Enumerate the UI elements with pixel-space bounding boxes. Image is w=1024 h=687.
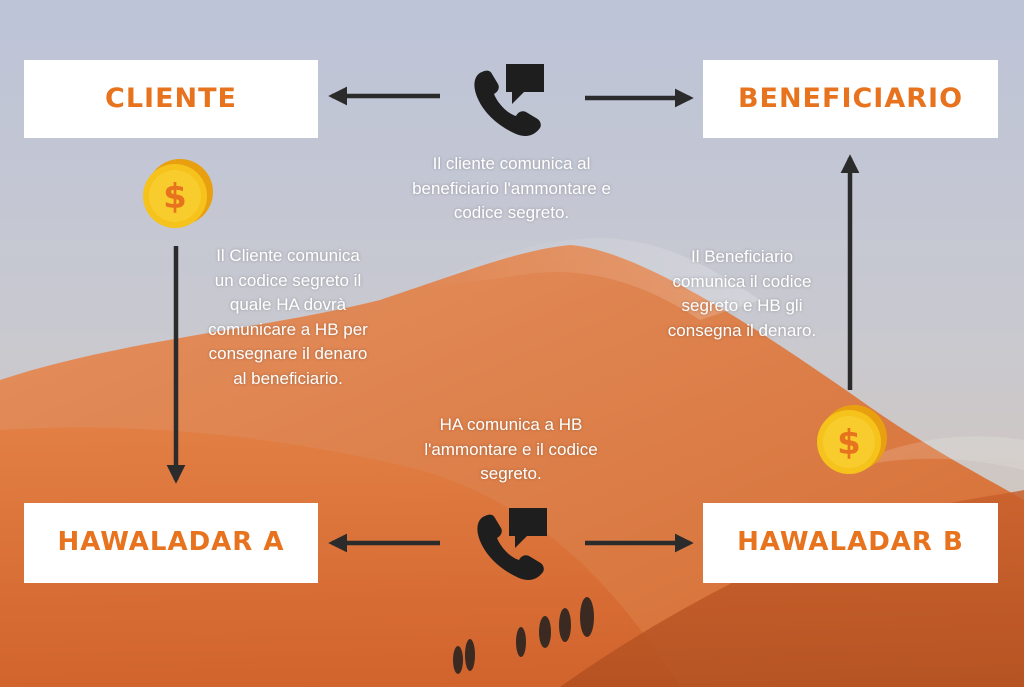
node-hawaladar-a: HAWALADAR A xyxy=(24,503,318,583)
node-hawaladar-b: HAWALADAR B xyxy=(703,503,998,583)
description-hawaladar-a-hawaladar-b: HA comunica a HB l'ammontare e il codice… xyxy=(424,415,598,483)
coin-symbol: $ xyxy=(837,423,861,463)
dollar-coin-icon: $ xyxy=(143,159,213,228)
description-cliente-beneficiario: Il cliente comunica al beneficiario l'am… xyxy=(412,154,611,222)
dollar-coin-icon: $ xyxy=(817,405,887,474)
node-hawaladar-a-label: HAWALADAR A xyxy=(57,527,285,558)
phone-chat-icon xyxy=(474,64,544,136)
phone-chat-icon xyxy=(477,508,547,580)
hikers-silhouettes xyxy=(453,597,594,674)
node-beneficiario-label: BENEFICIARIO xyxy=(737,82,964,114)
node-cliente: CLIENTE xyxy=(24,60,318,138)
node-cliente-label: CLIENTE xyxy=(105,82,237,114)
node-hawaladar-b-label: HAWALADAR B xyxy=(737,527,964,558)
description-beneficiario-hawaladar-b: Il Beneficiario comunica il codice segre… xyxy=(667,247,817,340)
coin-symbol: $ xyxy=(163,177,187,217)
description-cliente-hawaladar-a: Il Cliente comunica un codice segreto il… xyxy=(208,246,368,388)
node-beneficiario: BENEFICIARIO xyxy=(703,60,998,138)
